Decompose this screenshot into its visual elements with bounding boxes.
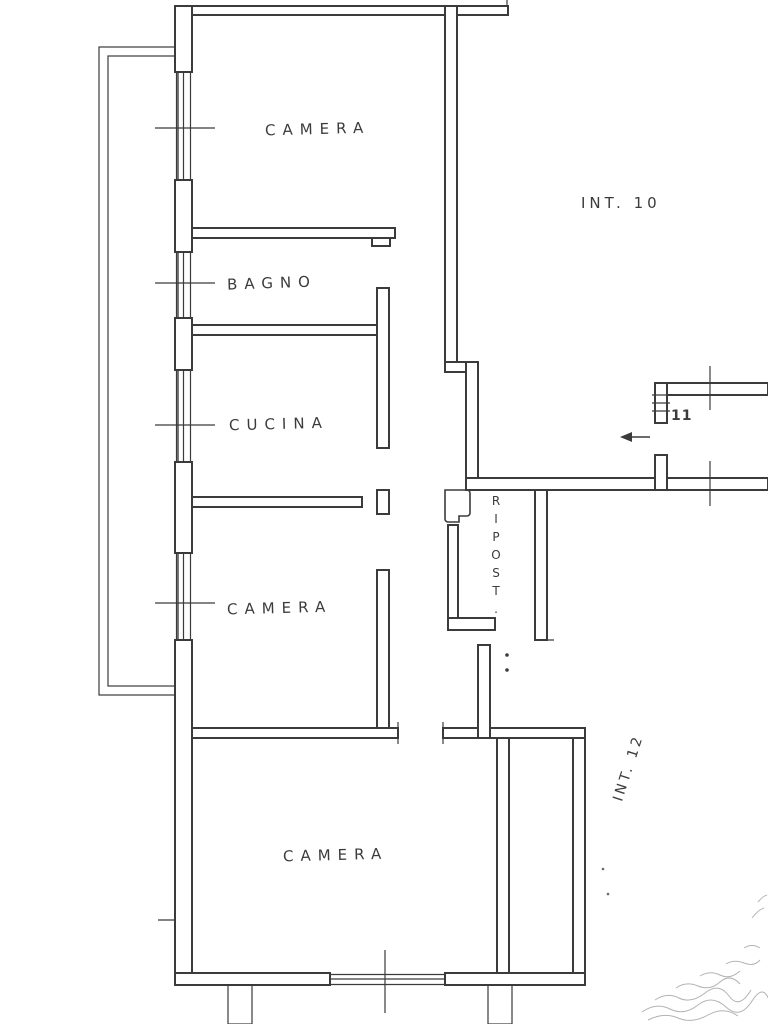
entrance-arrow <box>620 432 650 442</box>
entrance-walls <box>652 382 768 491</box>
room-label-camera-3: CAMERA <box>282 844 389 866</box>
window-4 <box>175 552 192 641</box>
room-label-cucina: CUCINA <box>228 413 330 435</box>
balcony-outline <box>98 46 179 696</box>
room-label-camera-1: CAMERA <box>264 118 371 140</box>
room-divider-walls <box>191 227 586 739</box>
wall-fixture <box>444 489 471 523</box>
window-1 <box>175 71 192 181</box>
room-label-bagno: BAGNO <box>226 272 318 294</box>
balcony-posts <box>227 984 513 1024</box>
corridor-walls <box>376 5 768 729</box>
windows <box>175 71 446 986</box>
room-label-ripostiglio: RIPOST. <box>489 494 503 620</box>
window-bottom <box>329 973 446 986</box>
bottom-room-walls <box>496 737 586 974</box>
unit-label-int-10: INT. 10 <box>581 194 661 212</box>
centerline-ticks <box>155 127 711 1013</box>
door-swing-dots <box>505 653 509 672</box>
entrance-door-number: 11 <box>671 408 693 424</box>
room-label-camera-2: CAMERA <box>226 597 333 619</box>
scan-texture <box>641 894 768 1021</box>
pencil-dots <box>601 867 610 896</box>
storage-closet-walls <box>447 489 548 739</box>
top-wall <box>174 0 509 16</box>
window-3 <box>175 369 192 463</box>
window-2 <box>175 251 192 319</box>
